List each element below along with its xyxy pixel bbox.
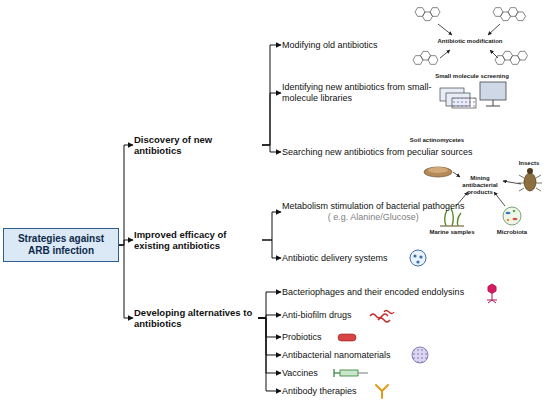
- root-box: Strategies against ARB infection: [3, 228, 119, 262]
- illustration-label: Insects: [514, 160, 544, 167]
- node-text: Vaccines: [282, 368, 318, 379]
- node-text: Antibacterial nanomaterials: [282, 350, 391, 361]
- illustration-label: Soil actinomycetes: [402, 137, 472, 144]
- approach-item: Antibody therapies: [282, 385, 357, 398]
- mining-arrows: [453, 172, 521, 206]
- node-text: Discovery of new antibiotics: [134, 134, 262, 157]
- syringe-icon: [334, 369, 368, 377]
- phage-icon: [487, 284, 497, 303]
- illustration-label: Marine samples: [427, 229, 477, 236]
- strategy-heading: Improved efficacy of existing antibiotic…: [134, 228, 262, 253]
- illustration-label: Microbiota: [492, 229, 532, 236]
- tree-connector: [262, 45, 281, 145]
- soil-dish: [424, 167, 452, 177]
- antibody-icon: [376, 385, 388, 398]
- tree-connector: [262, 93, 281, 145]
- node-text: Modifying old antibiotics: [282, 40, 378, 51]
- tree-connector: [262, 240, 281, 258]
- node-text: Searching new antibiotics from peculiar …: [282, 147, 473, 158]
- tree-connector: [262, 145, 281, 152]
- node-text: Identifying new antibiotics from small-m…: [282, 82, 432, 104]
- delivery-vesicle: [410, 250, 426, 266]
- node-text: Metabolism stimulation of bacterial path…: [282, 201, 465, 212]
- chemical-structure: [413, 8, 528, 65]
- screening-equipment: [440, 82, 506, 108]
- tree-connector: [119, 145, 133, 245]
- approach-item: Probiotics: [282, 331, 322, 344]
- microbiota-icon: [503, 207, 521, 225]
- approach-item: Metabolism stimulation of bacterial path…: [282, 200, 465, 224]
- probiotic-icon: [338, 334, 356, 341]
- tree-connector: [119, 245, 133, 318]
- strategy-heading: Discovery of new antibiotics: [134, 133, 262, 158]
- tree-connector: [258, 318, 281, 355]
- approach-item: Searching new antibiotics from peculiar …: [282, 146, 473, 159]
- tree-connector: [258, 318, 281, 337]
- approach-item: Antibacterial nanomaterials: [282, 349, 391, 362]
- node-text: Probiotics: [282, 332, 322, 343]
- approach-item: Anti-biofilm drugs: [282, 309, 352, 322]
- node-text: Anti-biofilm drugs: [282, 310, 352, 321]
- approach-item: Bacteriophages and their encoded endolys…: [282, 286, 464, 299]
- tree-connector: [119, 240, 133, 245]
- illustration-label: Small molecule screening: [432, 73, 512, 80]
- node-text: Strategies against ARB infection: [7, 233, 115, 257]
- tree-connector: [258, 318, 281, 391]
- node-text: Developing alternatives to antibiotics: [134, 307, 258, 330]
- node-text: Improved efficacy of existing antibiotic…: [134, 229, 262, 252]
- approach-item: Identifying new antibiotics from small-m…: [282, 81, 432, 105]
- tree-connector: [258, 318, 281, 373]
- illustration-label: Mining antibacterial products: [459, 175, 501, 196]
- node-text: Antibody therapies: [282, 386, 357, 397]
- approach-item: Vaccines: [282, 367, 318, 380]
- illustration-label: Antibiotic modification: [435, 38, 505, 45]
- approach-item: Modifying old antibiotics: [282, 39, 378, 52]
- approach-item: Antibiotic delivery systems: [282, 252, 388, 265]
- nanoparticle-icon: [412, 347, 428, 363]
- tree-connector: [258, 292, 281, 318]
- insect-icon: [518, 168, 542, 191]
- node-text: Bacteriophages and their encoded endolys…: [282, 287, 464, 298]
- node-note: ( e.g. Alanine/Glucose): [282, 212, 465, 223]
- strategy-heading: Developing alternatives to antibiotics: [134, 306, 258, 331]
- node-text: Antibiotic delivery systems: [282, 253, 388, 264]
- tree-connector: [262, 212, 281, 240]
- biofilm-icon: [370, 311, 394, 323]
